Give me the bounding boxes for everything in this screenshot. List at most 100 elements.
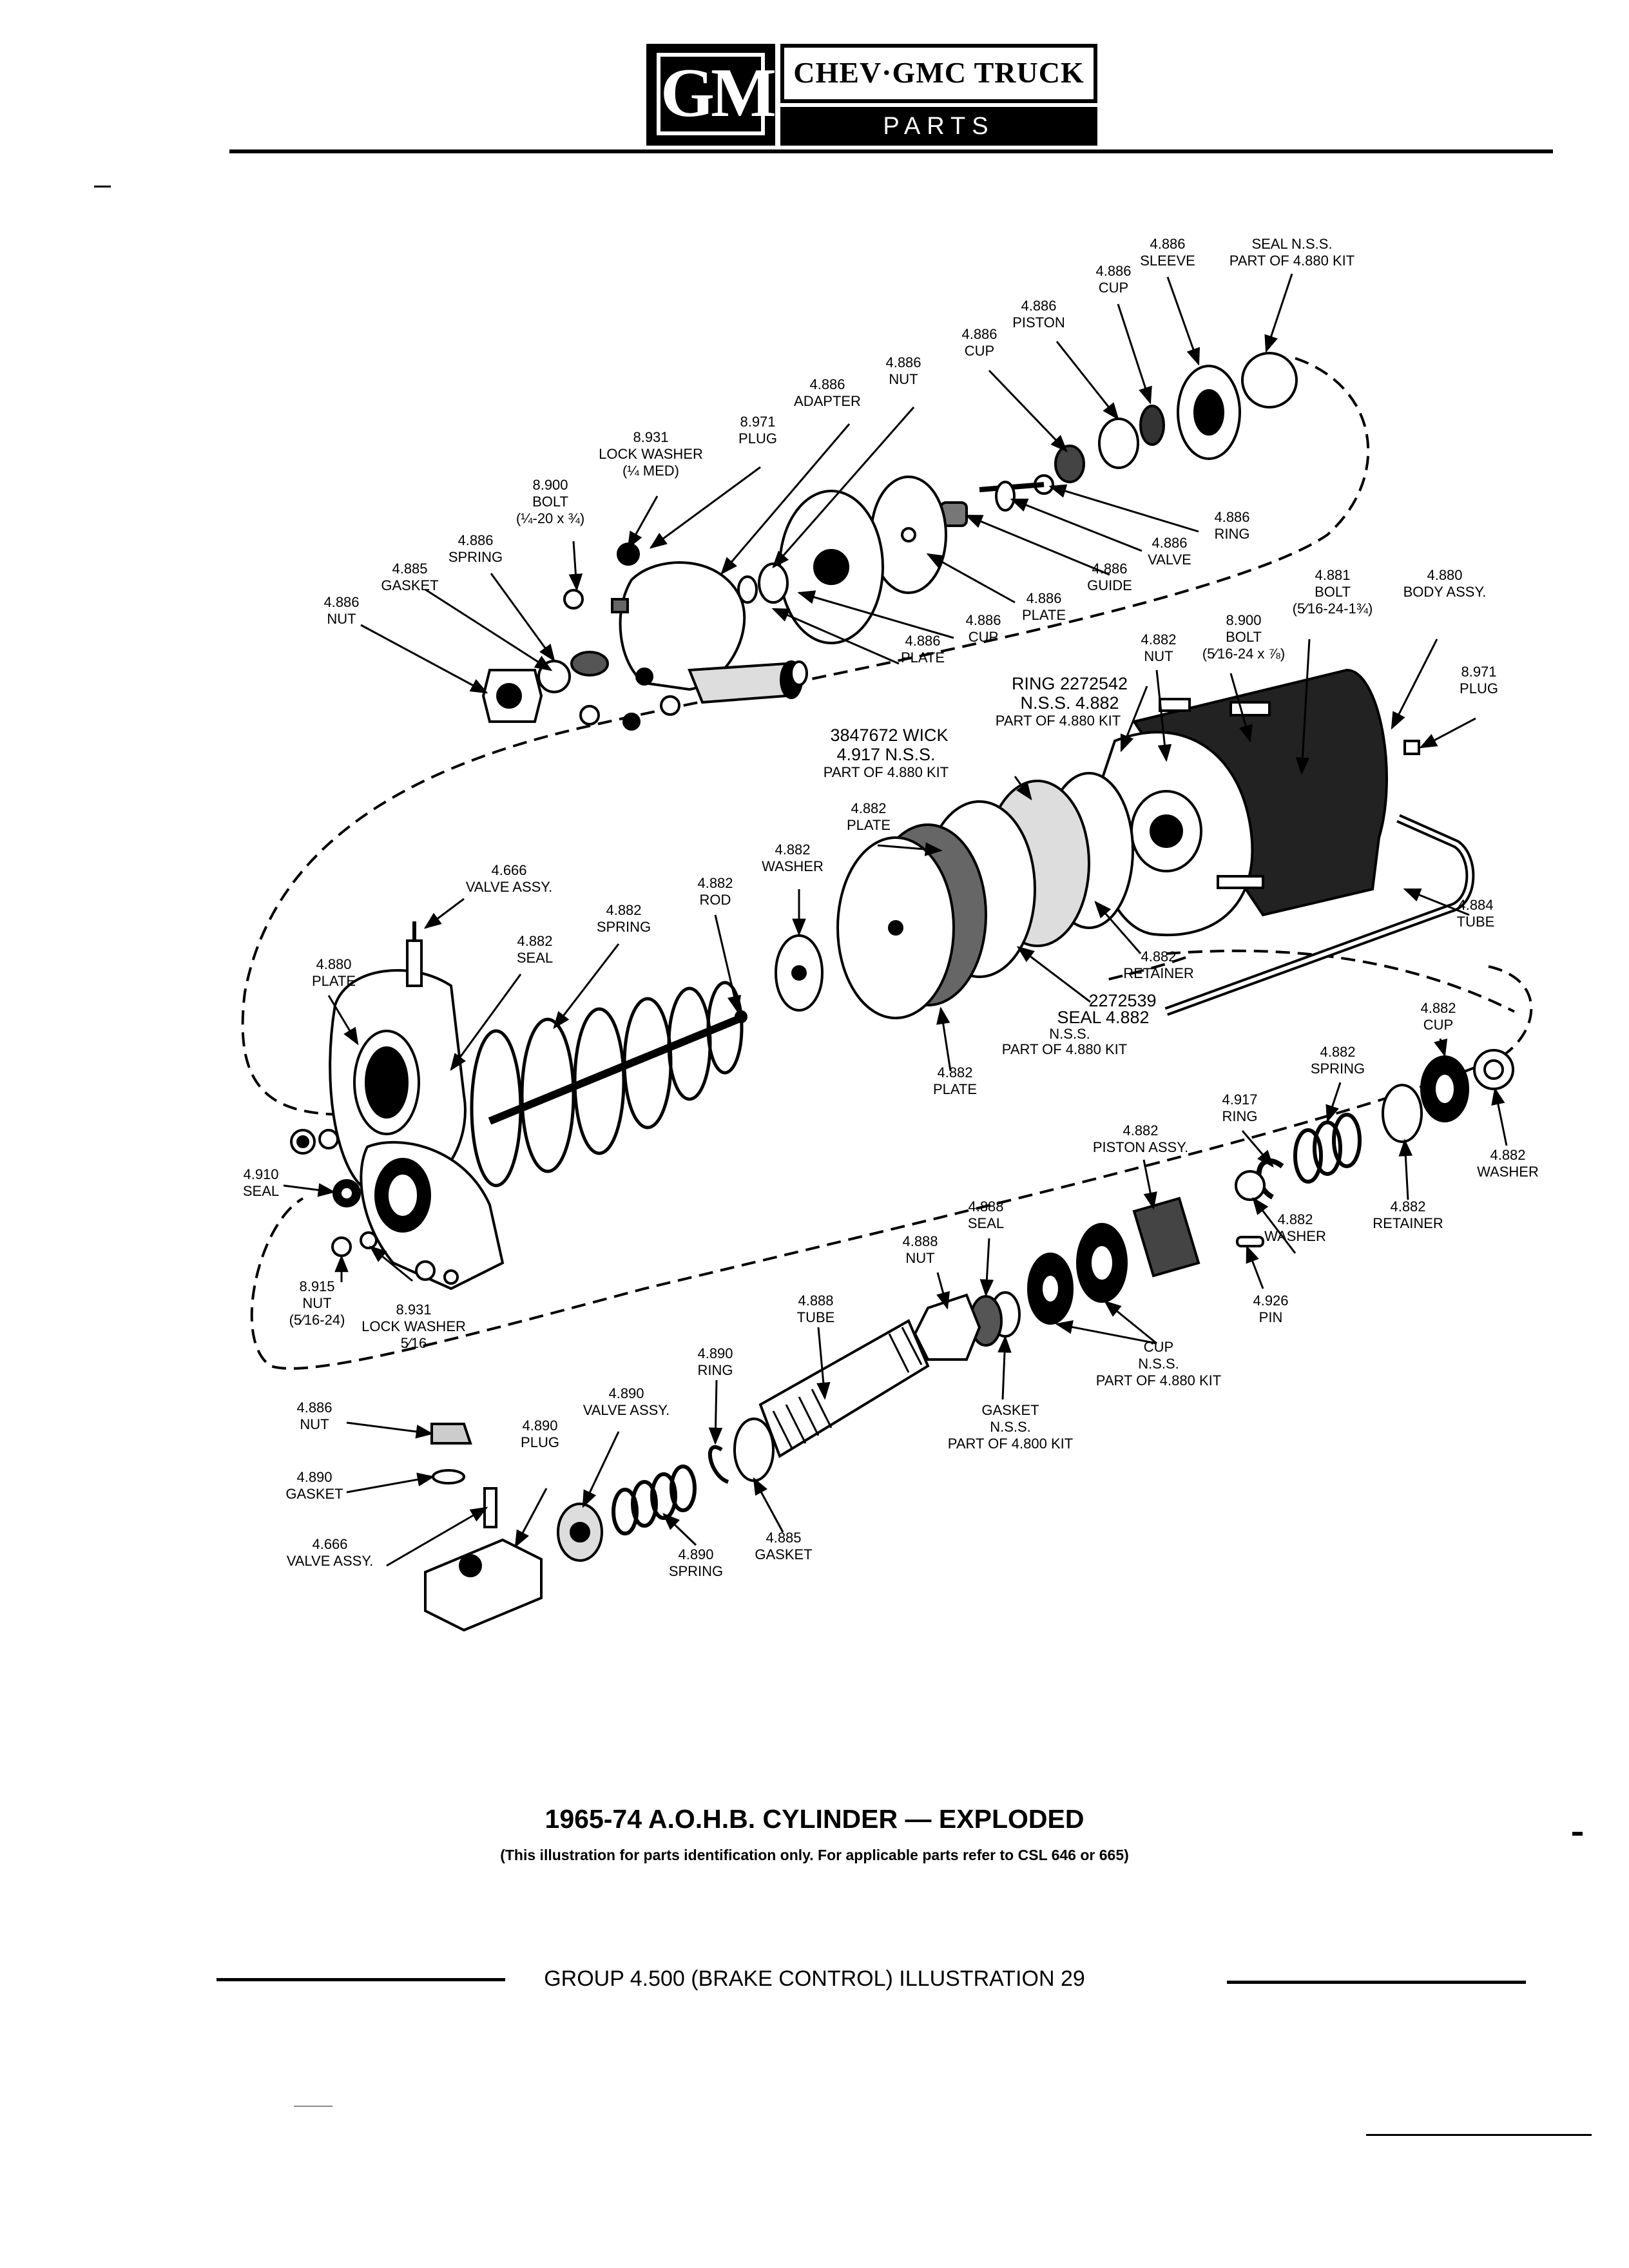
gasket-b-part	[432, 1469, 465, 1485]
catalogue-header: GM CHEV·GMC TRUCK PARTS CATALOGUE	[646, 44, 1097, 178]
main-body-group	[775, 668, 1475, 1019]
spring-c-part	[1293, 1113, 1362, 1184]
leader-lines	[283, 273, 1508, 1567]
nut-f-part	[430, 1423, 472, 1445]
rear-housing-group	[290, 921, 747, 1291]
spring-coils	[470, 981, 744, 1187]
scan-speck	[94, 186, 111, 187]
piston-group	[424, 1049, 1514, 1632]
label-seal-kit-1: SEAL N.S.S.	[1251, 236, 1332, 252]
plug-c-part	[424, 1538, 543, 1632]
valve-part	[995, 481, 1016, 512]
ring-d-part	[708, 1445, 729, 1484]
gm-logo: GM	[646, 44, 776, 146]
scan-speck	[294, 2106, 333, 2107]
upper-valve-group	[481, 352, 1298, 731]
spring-d-part	[612, 1465, 697, 1535]
ring-c-part	[1256, 1158, 1284, 1200]
bolt-part	[563, 589, 584, 610]
header-line-2: PARTS CATALOGUE	[780, 107, 1097, 178]
illustration-subtitle: (This illustration for parts identificat…	[500, 1847, 1129, 1863]
illustration-title: 1965-74 A.O.H.B. CYLINDER — EXPLODED	[545, 1804, 1084, 1834]
nut-e-part	[331, 1236, 352, 1257]
cup-part	[1139, 405, 1165, 446]
piston-assy-part	[1132, 1196, 1200, 1278]
cup-part-c	[758, 562, 789, 604]
scan-speck	[1366, 2134, 1592, 2136]
seal-ring-part	[1241, 352, 1298, 408]
header-rule	[229, 149, 1553, 153]
scan-speck	[1572, 1832, 1583, 1836]
piston-part	[1098, 418, 1139, 469]
spring-part	[570, 651, 609, 677]
adapter-body	[619, 561, 746, 691]
body-shell	[1132, 668, 1388, 917]
header-line-1: CHEV·GMC TRUCK	[780, 44, 1097, 103]
footer-rule-right	[1227, 1981, 1526, 1984]
retainer-b-part	[1382, 1084, 1423, 1143]
bolt-c-part	[1229, 701, 1271, 716]
push-rod	[488, 1014, 743, 1125]
plug-b-part	[1403, 740, 1420, 755]
bolt-b-part	[1217, 875, 1264, 889]
svg-text:SEAL N.S.S.PART OF 4.880 KIT: SEAL N.S.S.PART OF 4.880 KIT	[1229, 236, 1354, 269]
valve-assy-part	[406, 939, 423, 987]
page-footer: GROUP 4.500 (BRAKE CONTROL) ILLUSTRATION…	[544, 1966, 1085, 1991]
